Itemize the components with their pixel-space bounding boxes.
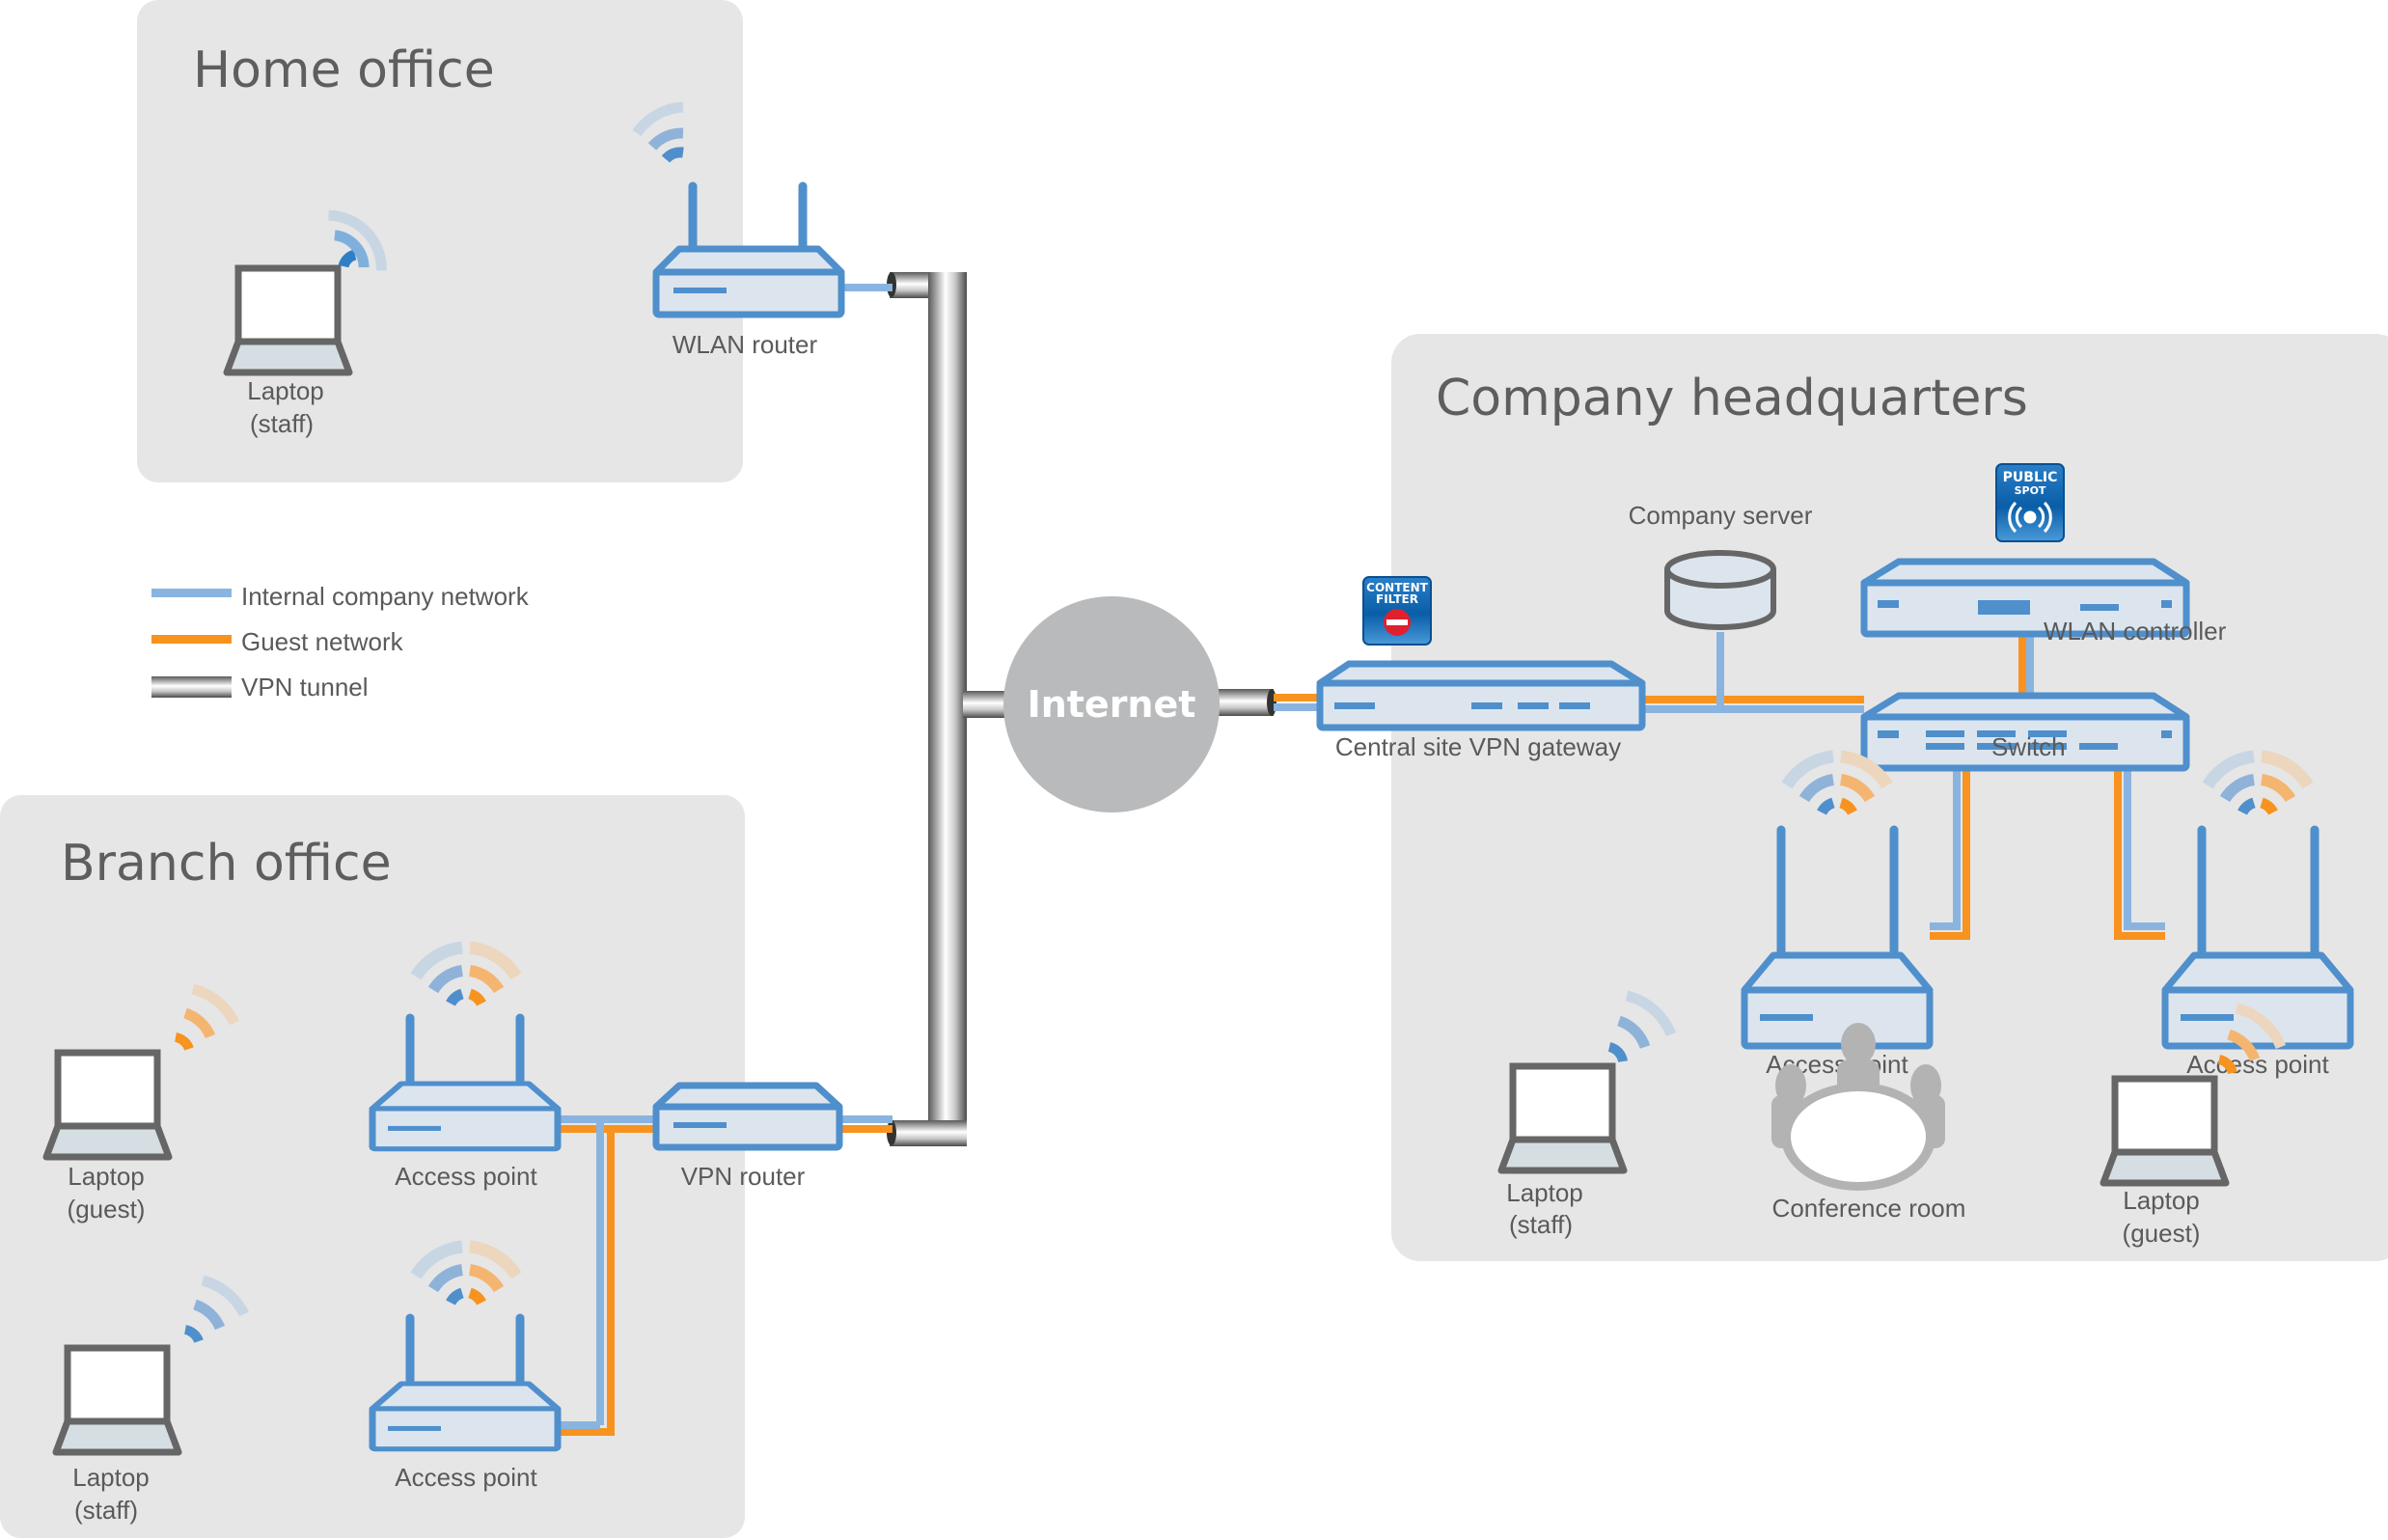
wifi-icon-dual xyxy=(2202,750,2314,815)
wifi-icon-guest xyxy=(174,983,239,1051)
wifi-icon-staff xyxy=(183,1275,249,1343)
branch-laptop-guest-label-line2: (guest) xyxy=(68,1195,146,1224)
branch-office-title: Branch office xyxy=(61,835,392,893)
public-spot-text-2: SPOT xyxy=(2015,484,2046,497)
branch-office-zone xyxy=(0,795,745,1538)
hq-laptop-guest xyxy=(2103,1079,2226,1183)
conference-room-icon xyxy=(1771,1023,1945,1191)
hq-laptop-staff-label-line2: (staff) xyxy=(1509,1210,1573,1239)
wifi-icon-guest xyxy=(2217,1003,2287,1075)
hq-laptop-guest-label-line2: (guest) xyxy=(2123,1219,2201,1248)
branch-laptop-staff-label-line1: Laptop xyxy=(72,1463,150,1492)
branch-vpn-router xyxy=(652,1082,843,1151)
switch-ports xyxy=(1926,730,2118,750)
legend: Internal company network Guest network V… xyxy=(151,582,530,701)
home-office-title: Home office xyxy=(193,41,495,99)
legend-label-vpn: VPN tunnel xyxy=(241,673,369,701)
branch-access-point-1 xyxy=(372,1013,558,1149)
company-server-label: Company server xyxy=(1629,501,1813,530)
network-lines xyxy=(558,284,2165,1436)
hq-laptop-guest-label-line1: Laptop xyxy=(2123,1186,2200,1215)
hq-access-point-1 xyxy=(1744,825,1930,1046)
switch-label: Switch xyxy=(1991,732,2066,761)
branch-ap1-label: Access point xyxy=(395,1162,537,1191)
home-laptop-label-line2: (staff) xyxy=(250,409,314,438)
hq-laptop-staff-label-line1: Laptop xyxy=(1506,1178,1583,1207)
content-filter-text-2: FILTER xyxy=(1376,592,1418,606)
wifi-icon-dual xyxy=(410,941,522,1006)
wlan-controller-label: WLAN controller xyxy=(2044,617,2227,646)
branch-laptop-guest-label-line1: Laptop xyxy=(68,1162,145,1191)
public-spot-badge: PUBLIC SPOT xyxy=(1995,463,2065,542)
home-laptop-label-line1: Laptop xyxy=(247,376,324,405)
hq-switch xyxy=(1860,692,2190,772)
company-server xyxy=(1664,550,1776,630)
internet-cloud xyxy=(1003,596,1220,812)
wifi-icon xyxy=(632,101,684,163)
public-spot-text-1: PUBLIC xyxy=(2003,470,2058,485)
home-wlan-router xyxy=(652,181,845,318)
home-router-label: WLAN router xyxy=(672,330,818,359)
wifi-icon-staff xyxy=(1607,990,1677,1063)
legend-swatch-guest xyxy=(151,635,232,644)
branch-access-point-2 xyxy=(372,1313,558,1449)
wifi-icon xyxy=(328,209,387,271)
content-filter-text-1: CONTENT xyxy=(1366,581,1428,594)
content-filter-badge: CONTENT FILTER xyxy=(1362,576,1432,646)
broadcast-icon xyxy=(2008,501,2052,534)
legend-swatch-internal xyxy=(151,589,232,597)
headquarters-title: Company headquarters xyxy=(1436,370,2028,427)
wifi-icon-dual xyxy=(1781,750,1893,815)
hq-access-point-2 xyxy=(2165,825,2350,1046)
conference-room-label: Conference room xyxy=(1772,1194,1966,1223)
branch-laptop-guest xyxy=(46,1053,169,1157)
hq-laptop-staff xyxy=(1501,1066,1624,1170)
central-vpn-gateway-label: Central site VPN gateway xyxy=(1335,732,1621,761)
legend-swatch-vpn xyxy=(151,676,232,698)
legend-label-internal: Internal company network xyxy=(241,582,530,611)
branch-ap2-label: Access point xyxy=(395,1463,537,1492)
branch-vpn-router-label: VPN router xyxy=(681,1162,806,1191)
home-laptop xyxy=(227,268,349,372)
wlan-controller xyxy=(1860,558,2190,638)
central-vpn-gateway xyxy=(1316,660,1646,731)
internet-label: Internet xyxy=(1028,683,1196,726)
wifi-icon-dual xyxy=(410,1240,522,1306)
legend-label-guest: Guest network xyxy=(241,627,404,656)
branch-laptop-staff xyxy=(56,1348,178,1452)
vpn-tunnel xyxy=(887,272,1276,1146)
branch-laptop-staff-label-line2: (staff) xyxy=(74,1496,138,1525)
